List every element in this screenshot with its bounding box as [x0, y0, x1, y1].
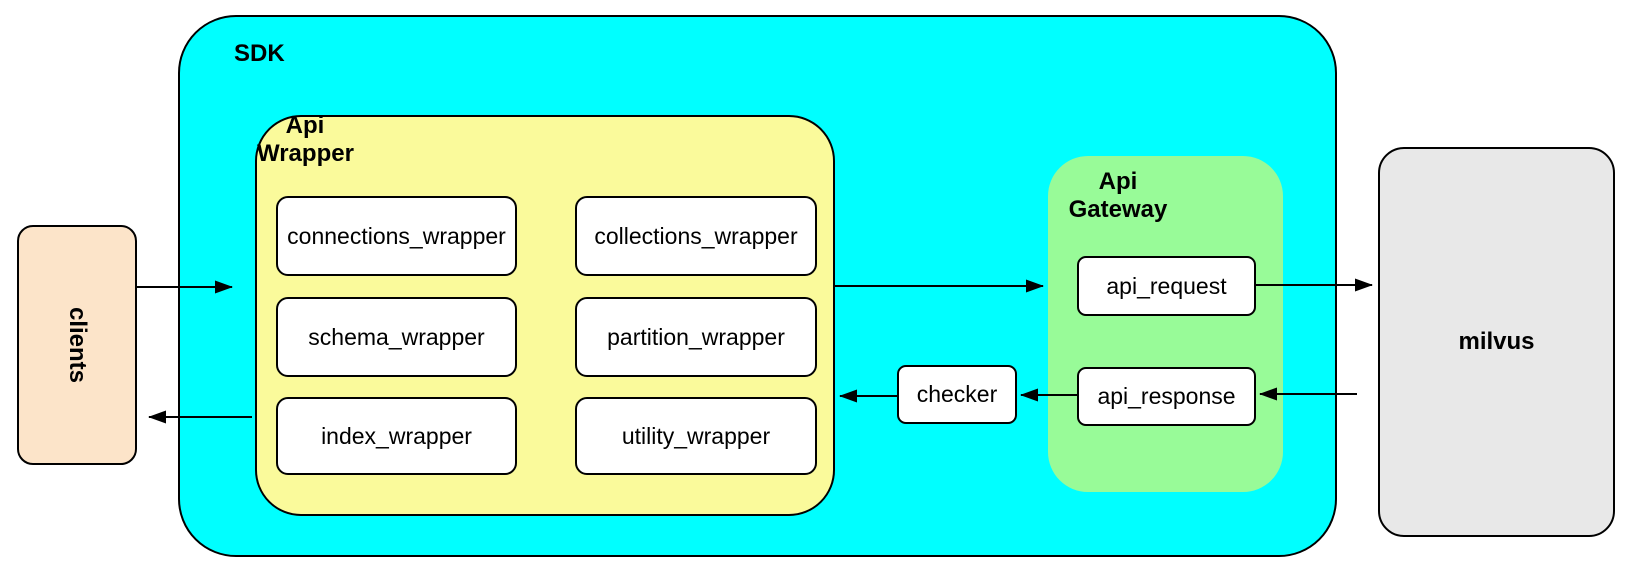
- partition-wrapper-node: partition_wrapper: [575, 297, 817, 377]
- api-gateway-label: Api Gateway: [1058, 168, 1178, 224]
- connections-wrapper-node: connections_wrapper: [276, 196, 517, 276]
- sdk-label: SDK: [234, 40, 285, 67]
- api-request-node: api_request: [1077, 256, 1256, 316]
- api-wrapper-label-line1: Api: [285, 112, 325, 139]
- collections-wrapper-node: collections_wrapper: [575, 196, 817, 276]
- checker-node: checker: [897, 365, 1017, 424]
- clients-label: clients: [64, 306, 91, 384]
- api-response-node: api_response: [1077, 367, 1256, 426]
- api-gateway-container: [1048, 156, 1283, 492]
- api-wrapper-label: Api Wrapper: [257, 112, 354, 168]
- api-gateway-label-line1: Api: [1098, 168, 1138, 195]
- api-wrapper-label-line2: Wrapper: [257, 140, 354, 167]
- milvus-node: milvus: [1378, 147, 1615, 537]
- utility-wrapper-node: utility_wrapper: [575, 397, 817, 475]
- clients-node: clients: [17, 225, 137, 465]
- milvus-label: milvus: [1458, 328, 1535, 355]
- schema-wrapper-node: schema_wrapper: [276, 297, 517, 377]
- api-gateway-label-line2: Gateway: [1068, 196, 1168, 223]
- index-wrapper-node: index_wrapper: [276, 397, 517, 475]
